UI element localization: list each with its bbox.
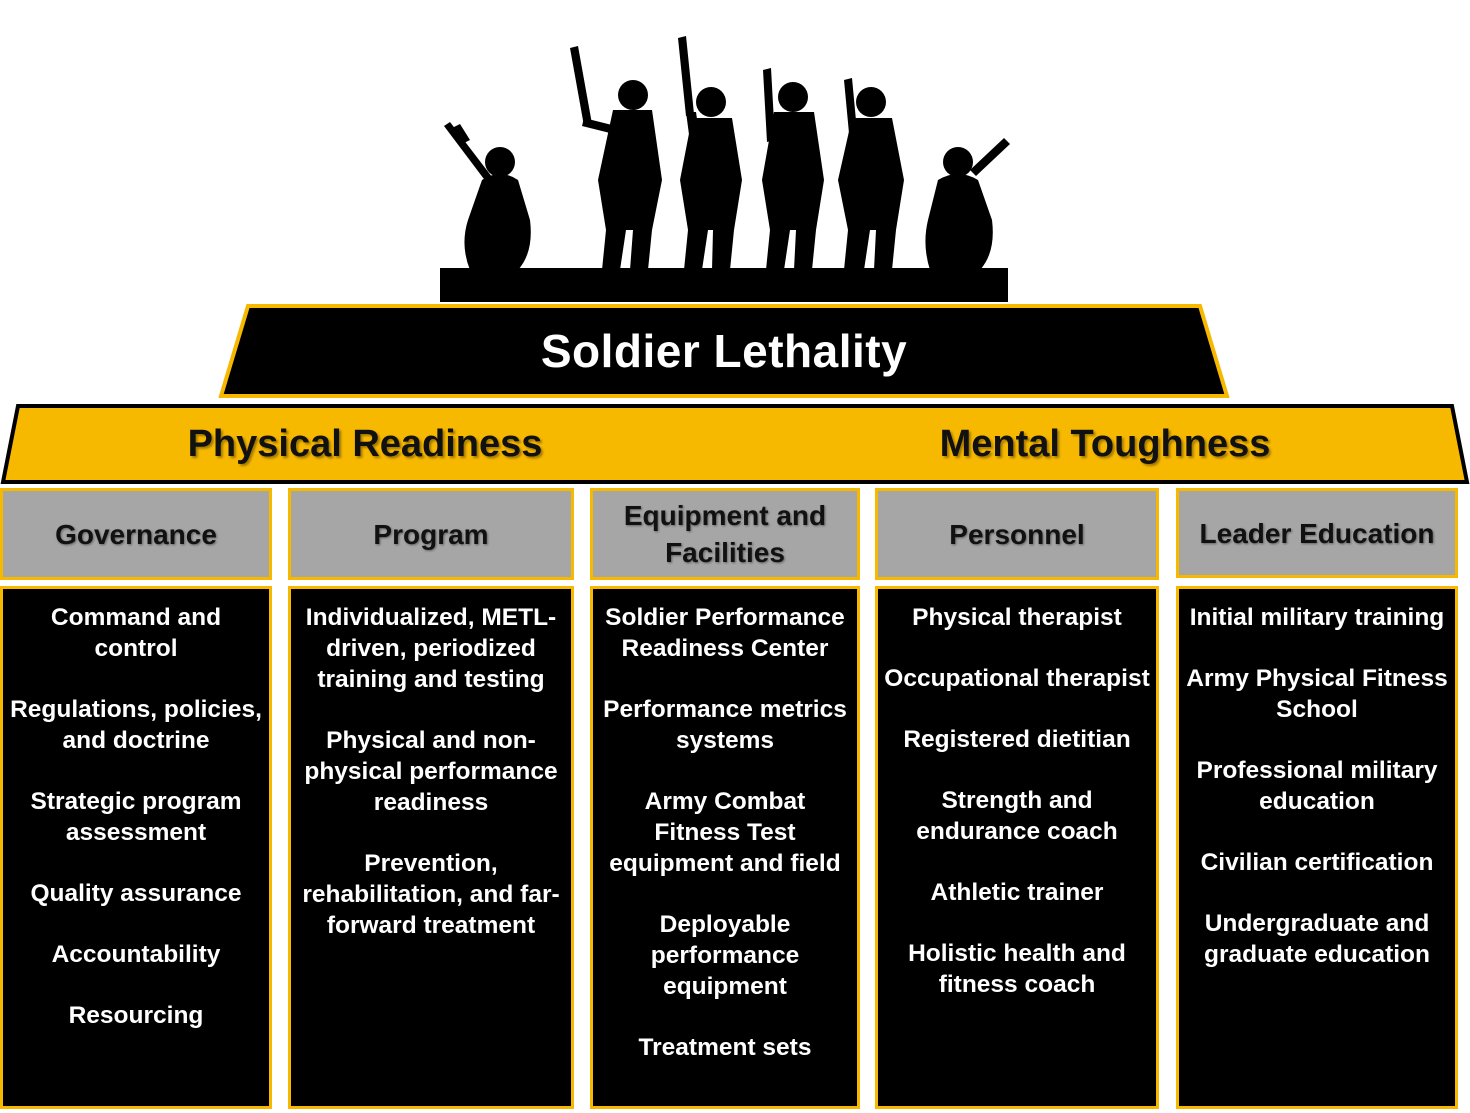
list-item: Army Physical Fitness School xyxy=(1186,665,1448,723)
list-item: Regulations, policies, and doctrine xyxy=(10,696,262,754)
column-items-governance: Command and control Regulations, policie… xyxy=(0,586,272,1109)
list-item: Occupational therapist xyxy=(884,665,1150,692)
list-item: Initial military training xyxy=(1189,604,1445,631)
list-item: Physical and non-physical performance re… xyxy=(304,727,558,816)
column-title-personnel: Personnel xyxy=(875,488,1159,580)
list-item: Performance metrics systems xyxy=(603,696,847,754)
page-title: Soldier Lethality xyxy=(540,325,908,377)
list-item: Strength and endurance coach xyxy=(916,787,1118,845)
list-item: Soldier Performance Readiness Center xyxy=(605,604,845,662)
list-item: Resourcing xyxy=(68,1002,204,1029)
list-item: Registered dietitian xyxy=(903,726,1131,753)
list-item: Individualized, METL-driven, periodized … xyxy=(305,604,557,693)
list-item: Civilian certification xyxy=(1200,849,1434,876)
list-item: Undergraduate and graduate education xyxy=(1204,910,1430,968)
list-item: Army Combat Fitness Test equipment and f… xyxy=(609,788,841,877)
list-item: Holistic health and fitness coach xyxy=(908,940,1126,998)
column-title-equipment-facilities: Equipment and Facilities xyxy=(590,488,860,580)
list-item: Strategic program assessment xyxy=(30,788,242,846)
list-item: Professional military education xyxy=(1196,757,1438,815)
list-item: Command and control xyxy=(50,604,222,662)
column-title-governance: Governance xyxy=(0,488,272,580)
list-item: Accountability xyxy=(51,941,221,968)
column-items-leader-education: Initial military training Army Physical … xyxy=(1176,586,1458,1109)
list-item: Athletic trainer xyxy=(930,879,1104,906)
pillar-band xyxy=(0,404,1470,484)
list-item: Treatment sets xyxy=(638,1034,812,1061)
soldiers-silhouette xyxy=(440,36,1010,302)
mental-toughness-label: Mental Toughness xyxy=(939,422,1271,465)
column-items-personnel: Physical therapist Occupational therapis… xyxy=(875,586,1159,1109)
column-items-program: Individualized, METL-driven, periodized … xyxy=(288,586,574,1109)
list-item: Physical therapist xyxy=(912,604,1122,631)
column-items-equipment-facilities: Soldier Performance Readiness Center Per… xyxy=(590,586,860,1109)
list-item: Prevention, rehabilitation, and far-forw… xyxy=(302,850,560,939)
column-title-leader-education: Leader Education xyxy=(1176,488,1458,578)
roof-shape xyxy=(218,304,1230,398)
physical-readiness-label: Physical Readiness xyxy=(187,422,543,465)
list-item: Quality assurance xyxy=(30,880,242,907)
list-item: Deployable performance equipment xyxy=(650,911,800,1000)
column-title-program: Program xyxy=(288,488,574,580)
